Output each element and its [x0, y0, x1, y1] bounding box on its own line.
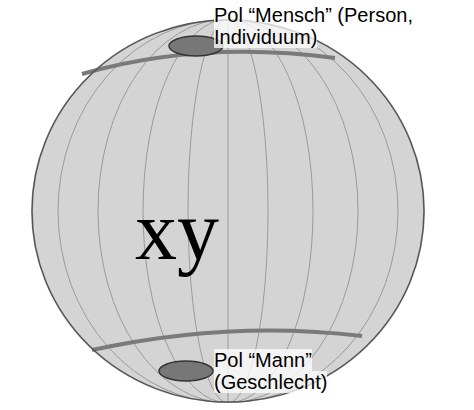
pole-cap [159, 361, 213, 381]
pole-label-text: Pol “Mann” (Geschlecht) [214, 349, 327, 393]
globe-outline [31, 19, 425, 403]
latitude-band [92, 330, 362, 350]
pole-label: Pol “Mann” (Geschlecht) [214, 349, 414, 393]
meridian-lines [58, 19, 398, 403]
center-symbol: xy [135, 189, 219, 273]
globe-node: xy [31, 19, 425, 403]
pole-label-text: Pol “Mensch” (Person, Individuum) [214, 4, 413, 48]
pole-label: Pol “Mensch” (Person, Individuum) [214, 4, 469, 48]
globe-fill [31, 19, 425, 403]
